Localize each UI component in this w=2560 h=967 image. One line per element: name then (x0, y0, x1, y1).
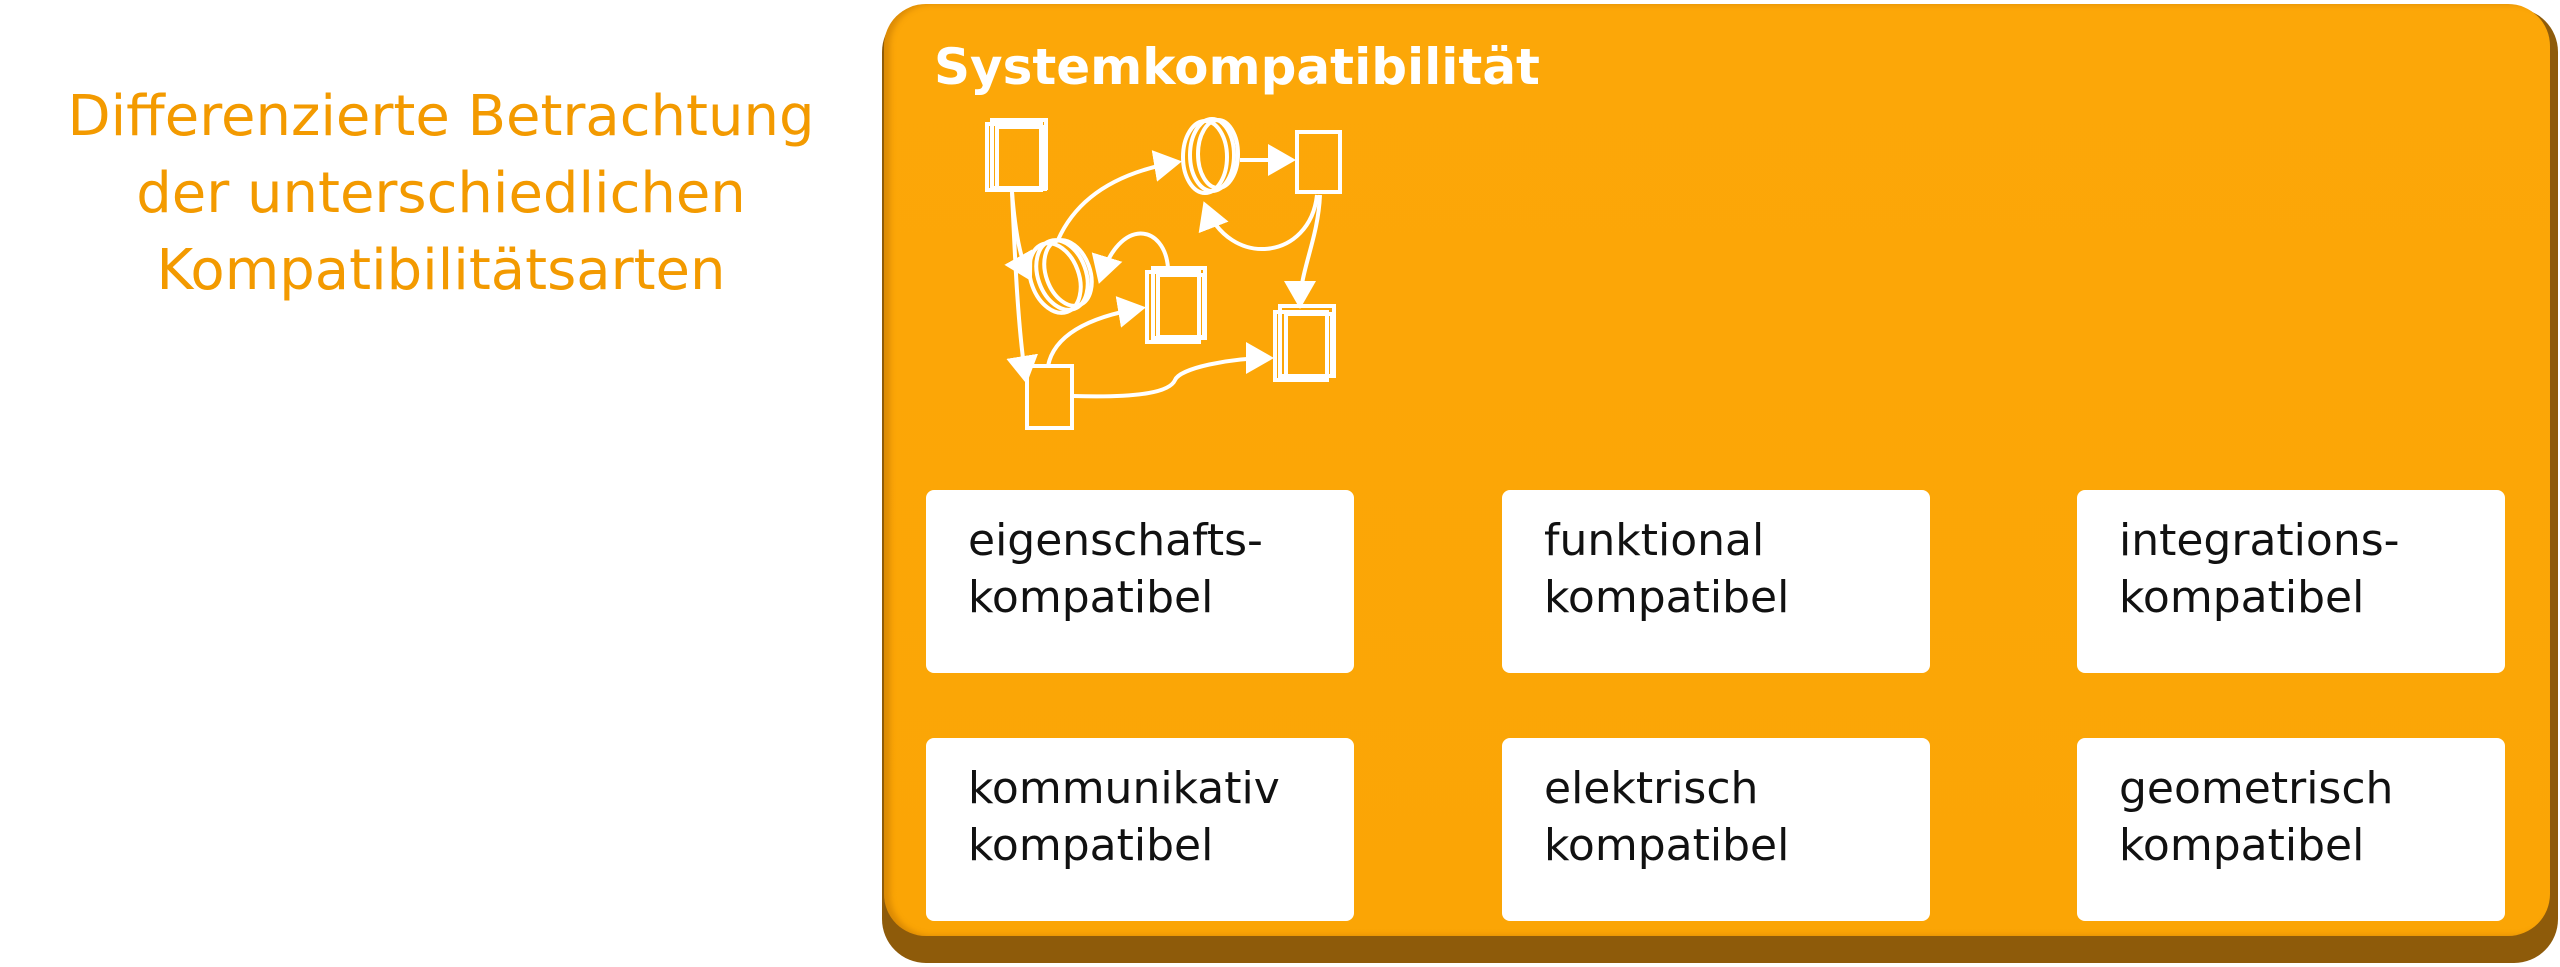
card-elektrisch-kompatibel: elektrisch kompatibel (1502, 738, 1930, 921)
card-line: kompatibel (2119, 572, 2365, 623)
card-line: geometrisch (2119, 763, 2394, 814)
card-geometrisch-kompatibel: geometrisch kompatibel (2077, 738, 2505, 921)
card-eigenschaftskompatibel: eigenschafts- kompatibel (926, 490, 1354, 673)
card-funktional-kompatibel: funktional kompatibel (1502, 490, 1930, 673)
card-line: kommunikativ (968, 763, 1280, 814)
panel-title: Systemkompatibilität (934, 38, 1540, 96)
card-line: kompatibel (968, 820, 1214, 871)
card-line: funktional (1544, 515, 1765, 566)
left-heading-line: Differenzierte Betrachtung (67, 84, 815, 149)
card-line: kompatibel (968, 572, 1214, 623)
card-line: integrations- (2119, 515, 2400, 566)
card-line: eigenschafts- (968, 515, 1263, 566)
card-line: kompatibel (1544, 572, 1790, 623)
left-heading: Differenzierte Betrachtung der unterschi… (20, 78, 862, 309)
card-line: kompatibel (2119, 820, 2365, 871)
card-line: kompatibel (1544, 820, 1790, 871)
card-line: elektrisch (1544, 763, 1759, 814)
left-heading-line: der unterschiedlichen (136, 161, 746, 226)
left-heading-line: Kompatibilitätsarten (156, 238, 726, 303)
card-kommunikativ-kompatibel: kommunikativ kompatibel (926, 738, 1354, 921)
card-integrationskompatibel: integrations- kompatibel (2077, 490, 2505, 673)
